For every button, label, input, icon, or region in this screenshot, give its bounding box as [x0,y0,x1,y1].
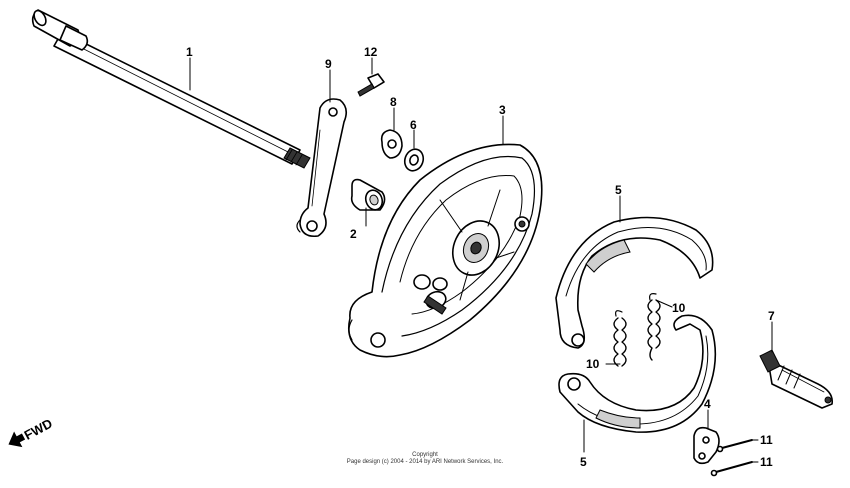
brake-cam-part[interactable] [759,349,834,409]
callout-9: 9 [325,57,332,71]
collar-part[interactable] [350,178,386,213]
copyright-notice: Copyright Page design (c) 2004 - 2014 by… [300,452,550,466]
copyright-title: Copyright [412,452,438,458]
callout-10-upper: 10 [672,301,686,315]
callout-2: 2 [350,227,357,241]
plate-part[interactable] [693,426,720,465]
spring-lower-part[interactable] [613,310,627,367]
callout-8: 8 [390,95,397,109]
callout-6: 6 [410,118,417,132]
callout-11-lower: 11 [760,455,773,469]
callout-1: 1 [186,45,193,59]
callout-7: 7 [768,309,775,323]
callout-12: 12 [364,45,378,59]
brake-shoe-upper-part[interactable] [555,216,714,349]
felt-seal-part[interactable] [402,147,426,174]
callout-4: 4 [704,397,711,411]
fwd-indicator: FWD [8,416,55,448]
callout-5-lower: 5 [580,455,587,469]
brake-arm-part[interactable] [296,98,348,238]
leader-lines [189,57,773,463]
brake-shoe-lower-part[interactable] [558,314,717,433]
copyright-text: Page design (c) 2004 - 2014 by ARI Netwo… [346,459,504,465]
callout-10-lower: 10 [586,357,600,371]
cotter-pin-upper-part[interactable] [716,439,753,453]
spring-upper-part[interactable] [647,293,661,361]
indicator-plate-part[interactable] [380,129,403,159]
callout-5-upper: 5 [615,183,622,197]
cotter-pin-lower-part[interactable] [710,461,753,477]
axle-part[interactable] [31,9,311,169]
brake-panel-part[interactable] [347,143,543,358]
callout-3: 3 [499,103,506,117]
bolt-part[interactable] [357,73,385,97]
fwd-label: FWD [22,416,55,443]
fwd-arrow-icon [8,431,26,448]
callout-11-upper: 11 [760,433,773,447]
